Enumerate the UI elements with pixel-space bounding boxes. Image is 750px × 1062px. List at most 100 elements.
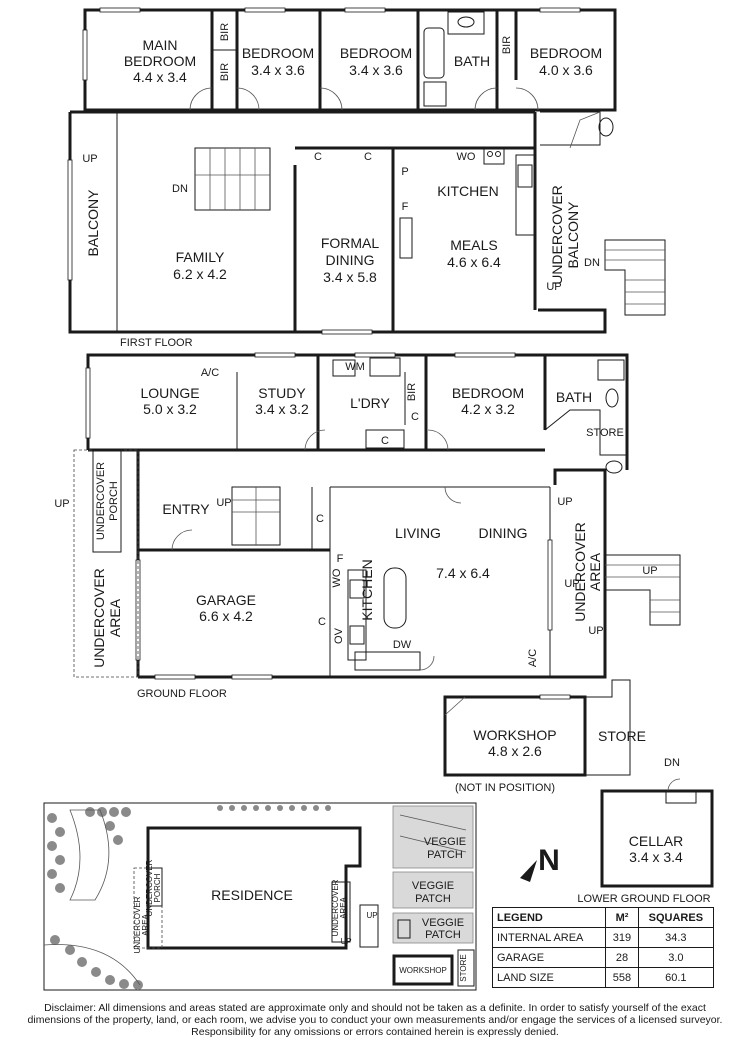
up-mark: UP [82, 153, 97, 165]
main-bedroom-label-2: BEDROOM [124, 53, 196, 69]
bedroom-3-label: BEDROOM [340, 45, 412, 61]
workshop-label: WORKSHOP [473, 727, 556, 743]
living-dining-dimensions: 7.4 x 6.4 [436, 565, 490, 581]
lounge-dimensions: 5.0 x 3.2 [143, 401, 197, 417]
bedroom-4-dimensions: 4.0 x 3.6 [539, 62, 593, 78]
wall-oven-mark: WO [457, 151, 476, 163]
meals-label: MEALS [450, 237, 497, 253]
cellar-plan: DN CELLAR 3.4 x 3.4 LOWER GROUND FLOOR [577, 757, 714, 905]
site-undercover-area-label-1: UNDERCOVER [133, 896, 142, 953]
undercover-area-label-2: AREA [587, 552, 603, 591]
bath-label: BATH [556, 389, 592, 405]
legend-row: GARAGE 28 3.0 [491, 947, 715, 968]
veggie-patch-1-label-1: VEGGIE [424, 836, 466, 848]
fridge-mark: F [337, 553, 344, 565]
cupboard-mark: C [314, 151, 322, 163]
bedroom-label: BEDROOM [452, 385, 524, 401]
wall-oven-mark: WO [331, 568, 343, 587]
site-plan: RESIDENCE UNDERCOVER PORCH UNDERCOVER AR… [43, 802, 477, 991]
stair-first-floor [194, 147, 271, 211]
bir-mark: BIR [501, 36, 513, 54]
site-undercover-area-label-1: UNDERCOVER [331, 879, 340, 936]
garage-label: GARAGE [196, 592, 256, 608]
bedroom-4-label: BEDROOM [530, 45, 602, 61]
formal-dining-dimensions: 3.4 x 5.8 [323, 269, 377, 285]
main-bedroom-dimensions: 4.4 x 3.4 [133, 69, 187, 85]
up-mark: UP [588, 625, 603, 637]
legend-cell: 319 [605, 927, 639, 948]
store-label: STORE [586, 427, 624, 439]
legend-row: INTERNAL AREA 319 34.3 [491, 927, 715, 948]
disclaimer: Disclaimer: All dimensions and areas sta… [27, 1002, 723, 1038]
undercover-porch-label-2: PORCH [108, 481, 120, 521]
bedroom-3-dimensions: 3.4 x 3.6 [349, 62, 403, 78]
veggie-patch-3-label-1: VEGGIE [422, 917, 464, 929]
cupboard-mark: C [411, 411, 419, 423]
stair-ground-floor [231, 486, 281, 546]
up-mark: UP [546, 281, 561, 293]
site-up-mark: UP [366, 911, 377, 920]
bir-mark: BIR [219, 23, 231, 41]
main-bedroom-label-1: MAIN [143, 37, 178, 53]
bir-mark: BIR [219, 63, 231, 81]
cupboard-mark: C [364, 151, 372, 163]
bedroom-2-dimensions: 3.4 x 3.6 [251, 62, 305, 78]
legend-header-cell: LEGEND [491, 907, 607, 928]
north-arrow: N [520, 844, 560, 882]
site-trees [47, 805, 331, 990]
site-store [457, 949, 475, 987]
oven-mark: OV [333, 627, 345, 644]
up-mark: UP [216, 497, 231, 509]
study-label: STUDY [258, 385, 306, 401]
legend-cell: 3.0 [637, 947, 715, 968]
legend-header-row: LEGEND M² SQUARES [491, 907, 715, 928]
outbuildings: WORKSHOP 4.8 x 2.6 STORE (NOT IN POSITIO… [443, 679, 646, 794]
ac-mark: A/C [527, 649, 539, 667]
dn-mark: DN [664, 757, 680, 769]
undercover-balcony-label-1: UNDERCOVER [549, 185, 565, 285]
site-boundary [43, 802, 477, 991]
not-in-position-note: (NOT IN POSITION) [455, 782, 555, 794]
legend-cell: 558 [605, 967, 639, 988]
legend-header-cell: M² [605, 907, 639, 928]
undercover-balcony-stair [604, 239, 666, 316]
veggie-patch-2 [392, 871, 474, 909]
shower [423, 81, 447, 107]
veggie-patch-2-label-1: VEGGIE [412, 880, 454, 892]
store-label: STORE [598, 728, 646, 744]
up-mark: UP [557, 496, 572, 508]
lounge-label: LOUNGE [140, 385, 199, 401]
undercover-area-label-1: UNDERCOVER [91, 568, 107, 668]
kitchen-label: KITCHEN [359, 559, 375, 620]
area-legend: LEGEND M² SQUARES INTERNAL AREA 319 34.3… [491, 907, 715, 988]
legend-cell: 34.3 [637, 927, 715, 948]
legend-cell: LAND SIZE [491, 967, 607, 988]
formal-dining-label-1: FORMAL [321, 235, 380, 251]
undercover-area-label-1: UNDERCOVER [572, 522, 588, 622]
up-mark: UP [642, 565, 657, 577]
veggie-patch-2-label-2: PATCH [415, 893, 451, 905]
first-floor-label: FIRST FLOOR [120, 337, 193, 349]
cupboard-mark: C [381, 435, 389, 447]
wc-outline [540, 111, 601, 146]
bedroom-dimensions: 4.2 x 3.2 [461, 401, 515, 417]
site-store-label: STORE [459, 954, 468, 981]
family-label: FAMILY [176, 249, 225, 265]
cupboard-mark: C [316, 513, 324, 525]
site-up-mark: UP [340, 937, 351, 946]
site-undercover-area-label-2: AREA [141, 913, 150, 935]
first-floor-plan: MAIN BEDROOM 4.4 x 3.4 BIR BIR BEDROOM 3… [67, 7, 666, 349]
legend-cell: 60.1 [637, 967, 715, 988]
dining-label: DINING [479, 525, 528, 541]
site-undercover-porch-label-2: PORCH [153, 873, 162, 902]
site-undercover-porch-label-1: UNDERCOVER [145, 859, 154, 916]
north-symbol: N [538, 844, 560, 877]
kitchen-label: KITCHEN [437, 183, 498, 199]
ground-floor-plan: A/C LOUNGE 5.0 x 3.2 STUDY 3.4 x 3.2 WM … [54, 352, 681, 700]
living-label: LIVING [395, 525, 441, 541]
undercover-porch-label-1: UNDERCOVER [95, 462, 107, 540]
basin [457, 16, 475, 28]
balcony-label: BALCONY [85, 189, 101, 257]
workshop-dimensions: 4.8 x 2.6 [488, 743, 542, 759]
site-workshop-label: WORKSHOP [399, 966, 447, 975]
